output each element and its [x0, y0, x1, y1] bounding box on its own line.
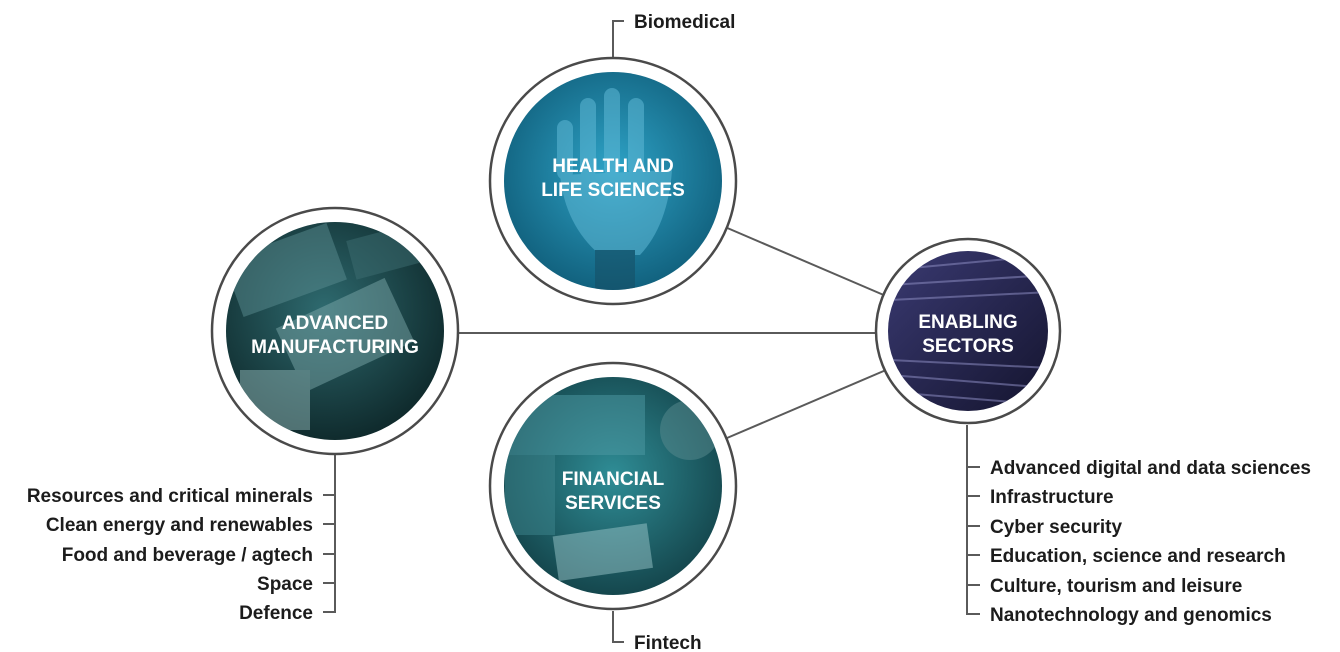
manufacturing-sub-item: Defence	[239, 603, 313, 624]
enabling-sub-item: Advanced digital and data sciences	[990, 458, 1311, 479]
enabling-node[interactable]: ENABLING SECTORS	[874, 237, 1062, 425]
health-sub-item: Biomedical	[634, 12, 735, 33]
robot-hand-icon	[557, 88, 672, 290]
enabling-bracket	[966, 425, 980, 615]
connector-health-enabling	[724, 226, 887, 297]
manufacturing-bracket	[323, 455, 336, 613]
health-title-line1: HEALTH AND	[552, 156, 673, 177]
health-title-line2: LIFE SCIENCES	[541, 180, 685, 201]
health-node[interactable]: HEALTH AND LIFE SCIENCES	[488, 56, 738, 306]
manufacturing-node[interactable]: ADVANCED MANUFACTURING	[210, 206, 460, 456]
enabling-sub-item: Culture, tourism and leisure	[990, 576, 1242, 597]
enabling-title-line1: ENABLING	[918, 312, 1017, 333]
manufacturing-title-line2: MANUFACTURING	[251, 337, 419, 358]
manufacturing-sub-item: Resources and critical minerals	[27, 486, 313, 507]
connector-financial-enabling	[726, 369, 887, 439]
enabling-title-line2: SECTORS	[922, 336, 1014, 357]
financial-title-line1: FINANCIAL	[562, 469, 665, 490]
machinery-icon	[226, 222, 434, 430]
manufacturing-title-line1: ADVANCED	[282, 313, 388, 334]
enabling-sub-list: Advanced digital and data sciences Infra…	[990, 458, 1311, 626]
financial-title-line2: SERVICES	[565, 493, 661, 514]
enabling-sub-item: Education, science and research	[990, 546, 1286, 567]
manufacturing-sub-item: Space	[257, 574, 313, 595]
manufacturing-sub-item: Clean energy and renewables	[46, 515, 313, 536]
manufacturing-sub-item: Food and beverage / agtech	[62, 545, 313, 566]
enabling-sub-item: Nanotechnology and genomics	[990, 605, 1272, 626]
biomedical-bracket	[612, 20, 624, 58]
enabling-sub-item: Cyber security	[990, 517, 1122, 538]
manufacturing-sub-list: Resources and critical minerals Clean en…	[27, 486, 313, 624]
connector-lines	[458, 226, 887, 439]
financial-node[interactable]: FINANCIAL SERVICES	[488, 361, 738, 611]
fintech-bracket	[612, 611, 624, 643]
bracket-lines	[323, 20, 980, 643]
enabling-sub-item: Infrastructure	[990, 487, 1114, 508]
financial-sub-item: Fintech	[634, 633, 702, 652]
